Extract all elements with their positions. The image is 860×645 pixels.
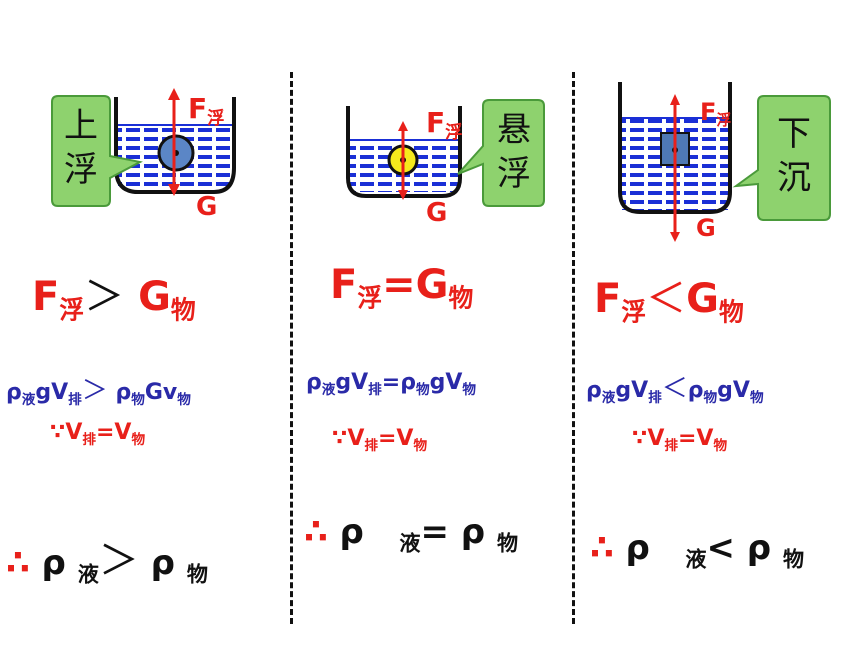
force-relation-1: F浮＞ G物: [32, 274, 196, 325]
gravity-label-2: G: [426, 198, 448, 228]
force-relation-3: F浮＜G物: [594, 276, 744, 327]
gravity-label-1: G: [196, 192, 218, 222]
force-arrows-suspend: [398, 121, 408, 200]
callout-rise-text: 上浮: [64, 106, 98, 190]
result-3: ∴ ρ 液< ρ 物: [590, 528, 805, 572]
buoyancy-label-2: F浮: [426, 106, 463, 144]
callout-sink-text: 下沉: [777, 114, 811, 198]
force-arrows-rise: [168, 88, 180, 196]
since-statement-2: ∵V排=V物: [332, 426, 428, 454]
force-relation-2: F浮=G物: [330, 262, 474, 313]
since-statement-1: ∵V排=V物: [50, 420, 146, 448]
equation-2: ρ液gV排=ρ物gV物: [306, 370, 476, 398]
force-arrows-sink: [670, 94, 680, 242]
since-statement-3: ∵V排=V物: [632, 426, 728, 454]
result-1: ∴ ρ 液＞ ρ 物: [6, 538, 208, 587]
column-divider-1: [290, 72, 293, 624]
gravity-label-3: G: [696, 214, 716, 242]
result-2: ∴ ρ 液= ρ 物: [304, 512, 519, 556]
buoyancy-label-3: F浮: [700, 98, 732, 130]
callout-rise: [51, 95, 143, 207]
buoyancy-label-1: F浮: [188, 92, 225, 130]
callout-suspend-text: 悬浮: [497, 110, 531, 194]
column-divider-2: [572, 72, 575, 624]
equation-1: ρ液gV排＞ ρ物Gv物: [6, 376, 191, 408]
callout-suspend: [457, 99, 545, 207]
callout-sink: [732, 95, 831, 221]
equation-3: ρ液gV排＜ρ物gV物: [586, 374, 764, 406]
